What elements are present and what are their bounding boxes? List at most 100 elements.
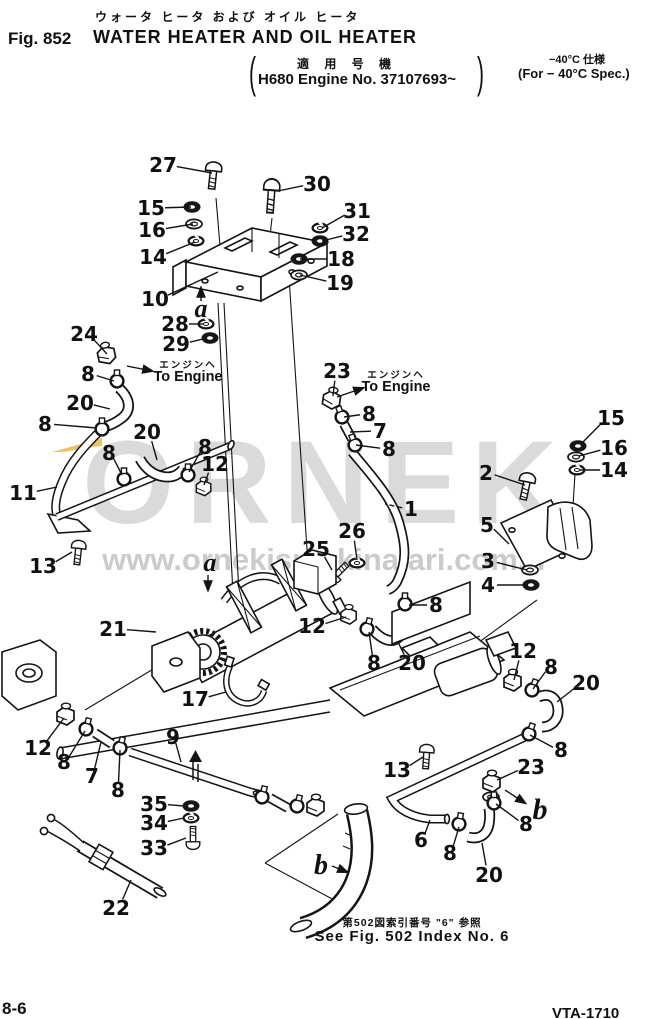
leader-31 bbox=[321, 214, 345, 229]
callout-8: 8 bbox=[38, 412, 52, 436]
leader-8 bbox=[53, 423, 98, 429]
callout-34: 34 bbox=[140, 811, 168, 835]
callout-16: 16 bbox=[600, 436, 628, 460]
callout-6: 6 bbox=[414, 828, 428, 852]
fitting-23-bottom bbox=[482, 769, 501, 793]
leader-24 bbox=[94, 339, 108, 355]
leader-32 bbox=[321, 235, 343, 242]
callout-24: 24 bbox=[70, 322, 98, 346]
pipe-9-bracket-stub bbox=[189, 750, 202, 782]
leader-27 bbox=[176, 165, 213, 174]
callout-8: 8 bbox=[544, 655, 558, 679]
callout-25: 25 bbox=[302, 537, 330, 561]
callout-26: 26 bbox=[338, 519, 366, 543]
bolt-33 bbox=[185, 825, 201, 851]
leader-13 bbox=[55, 551, 73, 563]
leader-6 bbox=[424, 819, 431, 835]
leader-20 bbox=[481, 842, 487, 866]
leader-30 bbox=[277, 185, 304, 192]
leader-16 bbox=[165, 223, 194, 230]
callout-8: 8 bbox=[554, 738, 568, 762]
leader-8 bbox=[529, 734, 554, 748]
callout-18: 18 bbox=[327, 247, 355, 271]
figure-number: Fig. 852 bbox=[8, 29, 72, 48]
callout-31: 31 bbox=[343, 199, 371, 223]
leader-8 bbox=[117, 749, 121, 784]
leader-15 bbox=[164, 206, 192, 209]
marker-a: a bbox=[195, 294, 208, 323]
bolt-27 bbox=[202, 160, 224, 191]
callout-30: 30 bbox=[303, 172, 331, 196]
to-engine-jp: エンジンヘ bbox=[159, 360, 217, 371]
callout-20: 20 bbox=[475, 863, 503, 887]
leader-35 bbox=[167, 803, 185, 807]
paren-close: ) bbox=[477, 50, 484, 100]
leader-16 bbox=[578, 449, 601, 457]
leader-8 bbox=[188, 451, 201, 473]
leader-12 bbox=[203, 472, 210, 486]
engine-block-stub bbox=[1, 639, 57, 711]
leader-1 bbox=[384, 503, 403, 509]
leader-20 bbox=[556, 687, 575, 703]
fitting-23-mid bbox=[306, 793, 325, 817]
page-number: 8-6 bbox=[2, 999, 27, 1018]
leader-17 bbox=[208, 691, 227, 698]
leader-8 bbox=[112, 458, 123, 476]
header: Fig. 852 ウォータ ヒータ および オイル ヒータ WATER HEAT… bbox=[0, 0, 651, 100]
bracket-5 bbox=[499, 498, 593, 572]
callout-7: 7 bbox=[373, 419, 387, 443]
leader-25 bbox=[323, 556, 333, 571]
water-heater-assembly bbox=[151, 549, 348, 693]
callout-11: 11 bbox=[9, 481, 37, 505]
callout-8: 8 bbox=[443, 841, 457, 865]
leader-33 bbox=[167, 837, 187, 846]
callout-1: 1 bbox=[404, 497, 418, 521]
leader-20 bbox=[151, 441, 158, 461]
pipe-11-flange bbox=[46, 512, 92, 534]
leader-8 bbox=[355, 444, 381, 449]
leader-8 bbox=[452, 826, 460, 848]
engine-serial-range: H680 Engine No. 37107693~ bbox=[258, 71, 457, 88]
oil-heater-element-22 bbox=[39, 813, 167, 899]
callout-12: 12 bbox=[298, 614, 326, 638]
callout-20: 20 bbox=[133, 420, 161, 444]
callout-20: 20 bbox=[66, 391, 94, 415]
marker-arrow-b bbox=[331, 863, 350, 874]
callout-12: 12 bbox=[201, 452, 229, 476]
leader-22 bbox=[121, 879, 132, 900]
callout-8: 8 bbox=[362, 402, 376, 426]
callout-3: 3 bbox=[481, 549, 495, 573]
callout-7: 7 bbox=[85, 764, 99, 788]
spec-japanese: −40°C 仕様 bbox=[549, 54, 606, 66]
callout-12: 12 bbox=[24, 736, 52, 760]
leader-23 bbox=[332, 380, 336, 397]
leader-20 bbox=[93, 404, 111, 410]
leader-8 bbox=[96, 374, 115, 382]
leader-10 bbox=[167, 271, 219, 296]
leader-19 bbox=[299, 274, 327, 282]
callout-12: 12 bbox=[509, 639, 537, 663]
callout-8: 8 bbox=[81, 362, 95, 386]
page-title: WATER HEATER AND OIL HEATER bbox=[93, 27, 417, 47]
fitting-12-left bbox=[195, 476, 212, 497]
to-engine-label: To Engine bbox=[361, 379, 430, 395]
leader-23 bbox=[496, 769, 519, 781]
callout-8: 8 bbox=[367, 651, 381, 675]
leader-9 bbox=[175, 742, 182, 763]
callout-8: 8 bbox=[102, 441, 116, 465]
leader-8 bbox=[68, 730, 86, 758]
callout-8: 8 bbox=[57, 750, 71, 774]
leader-2 bbox=[494, 474, 526, 486]
callout-20: 20 bbox=[398, 651, 426, 675]
leader-12 bbox=[513, 660, 520, 681]
bolt-2 bbox=[514, 470, 538, 502]
leader-21 bbox=[126, 628, 157, 633]
callout-9: 9 bbox=[166, 725, 180, 749]
watermark-brand: ORNEK bbox=[82, 417, 569, 549]
paren-open: ( bbox=[249, 50, 256, 100]
reference-note-jp: 第502図索引番号 "6" 参照 bbox=[342, 916, 481, 929]
callout-19: 19 bbox=[326, 271, 354, 295]
